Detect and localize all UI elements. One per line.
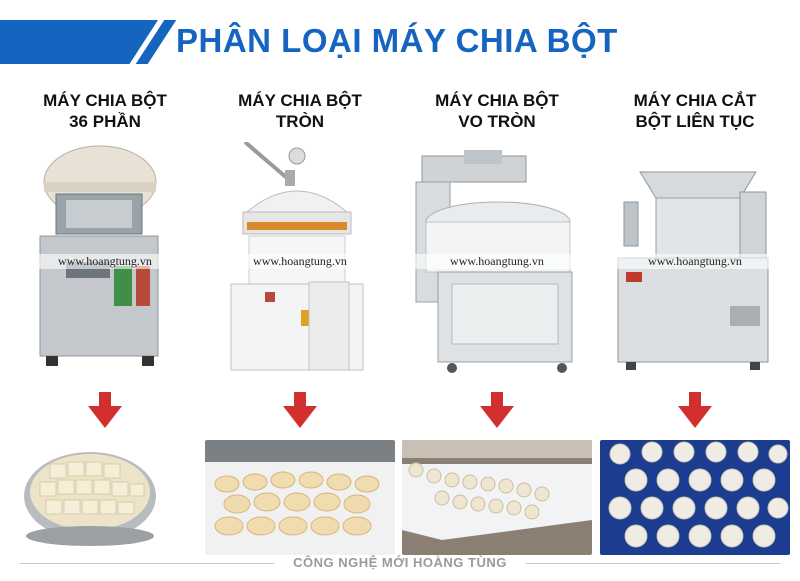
footer-divider-left bbox=[20, 563, 274, 564]
machine-label-line2: TRÒN bbox=[275, 112, 325, 131]
dough-result-photo bbox=[402, 440, 592, 555]
machine-column-round: MÁY CHIA BỘT TRÒN www.hoangtung.vn bbox=[205, 90, 395, 555]
watermark-text: www.hoangtung.vn bbox=[402, 254, 592, 269]
page-header: PHÂN LOẠI MÁY CHIA BỘT bbox=[0, 0, 800, 78]
machine-image-rounder: www.hoangtung.vn bbox=[402, 142, 592, 382]
dough-result-photo bbox=[205, 440, 395, 555]
machine-label-line1: MÁY CHIA BỘT bbox=[435, 91, 559, 110]
down-arrow-icon bbox=[480, 392, 514, 428]
machine-label: MÁY CHIA BỘT 36 PHẦN bbox=[10, 90, 200, 134]
watermark-text: www.hoangtung.vn bbox=[10, 254, 200, 269]
watermark-text: www.hoangtung.vn bbox=[205, 254, 395, 269]
down-arrow-icon bbox=[88, 392, 122, 428]
down-arrow-icon bbox=[678, 392, 712, 428]
machine-label: MÁY CHIA BỘT VO TRÒN bbox=[402, 90, 592, 134]
header-accent-bar bbox=[0, 20, 158, 64]
page-title: PHÂN LOẠI MÁY CHIA BỘT bbox=[176, 22, 618, 59]
page-footer: CÔNG NGHỆ MỚI HOÀNG TÙNG bbox=[0, 553, 800, 573]
machine-column-continuous: MÁY CHIA CẮT BỘT LIÊN TỤC www.hoangtung.… bbox=[600, 90, 790, 555]
machine-image-continuous: www.hoangtung.vn bbox=[600, 142, 790, 382]
machine-label-line1: MÁY CHIA CẮT bbox=[633, 91, 757, 110]
dough-result-photo bbox=[600, 440, 790, 555]
footer-divider-right bbox=[526, 563, 780, 564]
dough-result-photo bbox=[10, 440, 200, 555]
machine-column-36-parts: MÁY CHIA BỘT 36 PHẦN www.hoangtung.vn bbox=[10, 90, 200, 555]
machine-label-line2: BỘT LIÊN TỤC bbox=[635, 112, 755, 131]
machine-label-line1: MÁY CHIA BỘT bbox=[43, 91, 167, 110]
machine-column-rounder: MÁY CHIA BỘT VO TRÒN www.hoangtung.vn bbox=[402, 90, 592, 555]
machine-label: MÁY CHIA BỘT TRÒN bbox=[205, 90, 395, 134]
machine-label: MÁY CHIA CẮT BỘT LIÊN TỤC bbox=[600, 90, 790, 134]
down-arrow-icon bbox=[283, 392, 317, 428]
machine-label-line1: MÁY CHIA BỘT bbox=[238, 91, 362, 110]
machine-image-36-parts: www.hoangtung.vn bbox=[10, 142, 200, 382]
footer-text: CÔNG NGHỆ MỚI HOÀNG TÙNG bbox=[293, 555, 507, 570]
watermark-text: www.hoangtung.vn bbox=[600, 254, 790, 269]
machine-label-line2: 36 PHẦN bbox=[69, 112, 141, 131]
machine-image-round: www.hoangtung.vn bbox=[205, 140, 395, 382]
machine-label-line2: VO TRÒN bbox=[458, 112, 536, 131]
